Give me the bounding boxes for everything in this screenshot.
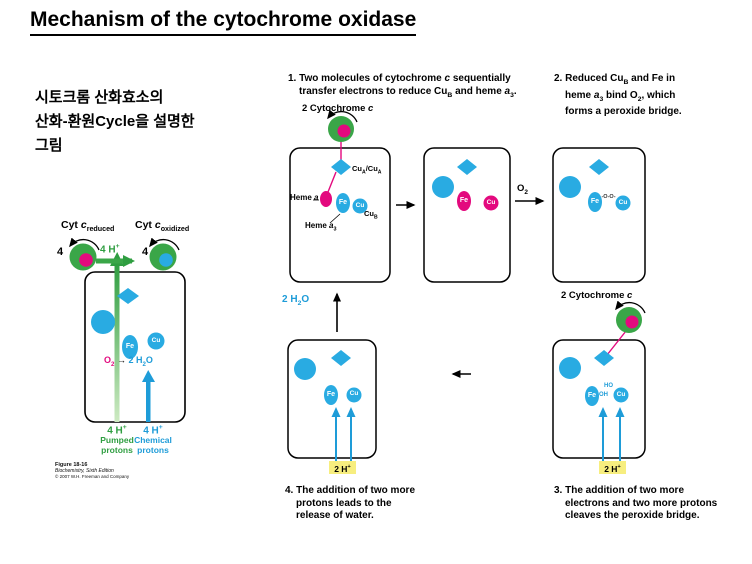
cyt-c-rotation-arrow <box>615 300 646 314</box>
electron-path-line <box>606 330 627 356</box>
cyt-c-reduced-center <box>79 253 93 267</box>
chemical-protons-label: 4 H+ Chemical protons <box>134 424 172 455</box>
cyt-c-reduced-label: Cyt creduced <box>61 219 115 234</box>
p5-cua-diamond <box>331 350 351 366</box>
cyt-c-rotation-arrow <box>327 109 358 123</box>
p5-heme-a-circle <box>294 358 316 380</box>
cu-label: Cu <box>616 391 626 398</box>
chemical-protons-arrowhead <box>142 370 155 382</box>
p5-cub-circle <box>346 387 362 403</box>
four-molecules-label: 4 <box>142 246 149 258</box>
p2-heme-a-circle <box>432 176 454 198</box>
four-molecules-label: 4 <box>57 246 64 258</box>
two-h-plus-highlight: 2 H+ <box>599 461 626 474</box>
cyt-c-rotation-arrow <box>69 237 100 251</box>
cua-cua-label: CuA/CuA <box>352 164 382 176</box>
p1-cub-circle <box>352 198 368 214</box>
p4-heme-a-circle <box>559 357 581 379</box>
fe-label: Fe <box>587 392 597 399</box>
chemical-protons-arrow <box>146 380 151 422</box>
pumped-protons-arrow <box>114 264 120 422</box>
cyt-c-oxidized-label: Cyt coxidized <box>135 219 190 234</box>
cu-label: Cu <box>618 199 628 206</box>
four-h-plus-label: 4 H+ <box>100 243 120 256</box>
fe-label: Fe <box>326 391 336 398</box>
fe-label: Fe <box>590 198 600 205</box>
figure-caption: Figure 18-16 Biochemistry, Sixth Edition… <box>55 462 130 479</box>
cu-label: Cu <box>486 199 496 206</box>
cu-label: Cu <box>349 390 359 397</box>
korean-note: 시토크롬 산화효소의 산화-환원Cycle을 설명한 그림 <box>35 89 195 154</box>
cyt-c-rotation-arrow <box>149 237 180 251</box>
cu-label: Cu <box>151 337 161 344</box>
fe-label: Fe <box>125 343 135 350</box>
heme-a3-label: Heme a3 <box>305 221 337 233</box>
p1-heme-a-oval <box>320 191 332 207</box>
p2-cub-circle <box>483 195 499 211</box>
p3-heme-a3-fe-oval <box>588 192 602 212</box>
electron-path-line <box>327 171 337 193</box>
page-title: Mechanism of the cytochrome oxidase <box>30 8 417 36</box>
p4-cytochrome-c-center <box>625 315 639 329</box>
heme-a-label: Heme a <box>290 193 319 202</box>
p5-heme-a3-fe-oval <box>324 385 338 405</box>
p4-heme-a3-fe-oval <box>585 386 599 406</box>
p1-cytochrome-c-center <box>337 124 351 138</box>
p3-cua-diamond <box>589 159 609 175</box>
cua-diamond <box>117 288 139 304</box>
step-3-text: 3. The addition of two more electrons an… <box>554 485 718 521</box>
p3-cub-circle <box>615 195 631 211</box>
pumped-protons-label: 4 H+ Pumped protons <box>100 424 134 455</box>
two-h-plus-highlight: 2 H+ <box>329 461 356 474</box>
oh-label: OH <box>599 392 608 398</box>
cub-circle <box>147 332 165 350</box>
p2-cua-diamond <box>457 159 477 175</box>
heme-a3-pointer-line <box>329 213 341 224</box>
step-1-text: 1. Two molecules of cytochrome c sequent… <box>288 73 517 99</box>
step-2-text: 2. Reduced CuB and Fe in heme a3 bind O2… <box>554 73 682 117</box>
p1-heme-a3-fe-oval <box>336 193 350 213</box>
heme-a3-fe-oval <box>122 335 138 359</box>
peroxide-bridge-label: -O-O- <box>601 194 616 200</box>
heme-a-circle <box>91 310 115 334</box>
panel-1 <box>289 147 391 283</box>
cyt-c-oxidized-center <box>159 253 173 267</box>
p2-heme-a3-fe-oval <box>457 191 471 211</box>
fe-label: Fe <box>338 199 348 206</box>
o2-label: O2 <box>517 183 528 196</box>
two-cytochrome-c-label-top: 2 Cytochrome c <box>302 103 374 114</box>
two-cytochrome-c-label-right: 2 Cytochrome c <box>561 290 633 301</box>
oxygen-to-water-reaction: O2 → 2 H2O <box>104 355 153 368</box>
cycle-diagram <box>287 109 646 462</box>
two-h2o-label: 2 H2O <box>282 294 310 307</box>
p4-cua-diamond <box>594 350 614 366</box>
fe-label: Fe <box>459 197 469 204</box>
p3-heme-a-circle <box>559 176 581 198</box>
ho-label: HO <box>604 383 613 389</box>
p1-cua-diamond <box>331 159 351 175</box>
cu-label: Cu <box>355 202 365 209</box>
p4-cub-circle <box>613 387 629 403</box>
left-membrane-diagram <box>69 237 186 423</box>
cub-label: CuB <box>364 209 378 221</box>
step-4-text: 4. The addition of two more protons lead… <box>285 485 415 521</box>
